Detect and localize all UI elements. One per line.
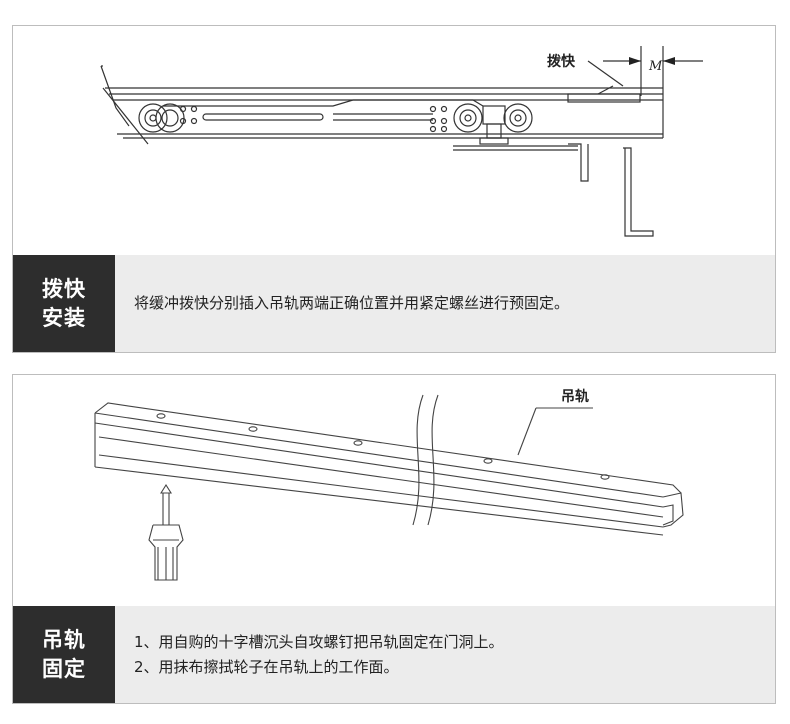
section-description: 将缓冲拨快分别插入吊轨两端正确位置并用紧定螺丝进行预固定。 bbox=[134, 255, 765, 352]
step-1-text: 1、用自购的十字槽沉头自攻螺钉把吊轨固定在门洞上。 bbox=[134, 632, 504, 651]
tag-line-1: 吊轨 bbox=[42, 627, 86, 652]
track-callout: 吊轨 bbox=[561, 388, 589, 405]
buffer-block-diagram: 拨快 M bbox=[100, 46, 703, 237]
install-panel-buffer-block: 拨快 M 拨快 安装 将缓冲拨快分别插入吊轨两端正确位置并用紧定螺丝进行预固定。 bbox=[12, 25, 776, 353]
section-description: 1、用自购的十字槽沉头自攻螺钉把吊轨固定在门洞上。 2、用抹布擦拭轮子在吊轨上的… bbox=[134, 606, 765, 703]
section-tag: 拨快 安装 bbox=[13, 255, 115, 352]
caption-bar: 吊轨 固定 1、用自购的十字槽沉头自攻螺钉把吊轨固定在门洞上。 2、用抹布擦拭轮… bbox=[13, 606, 775, 703]
track-diagram: 吊轨 bbox=[94, 388, 684, 581]
tag-line-2: 安装 bbox=[42, 305, 86, 330]
tag-line-1: 拨快 bbox=[42, 276, 86, 301]
install-panel-track-fix: 吊轨 吊轨 固定 1、用自购的十字槽沉头自攻螺钉把吊轨固定在门洞上。 2、用抹布… bbox=[12, 374, 776, 704]
tag-line-2: 固定 bbox=[42, 656, 86, 681]
description-text: 将缓冲拨快分别插入吊轨两端正确位置并用紧定螺丝进行预固定。 bbox=[134, 294, 570, 312]
dimension-label: M bbox=[648, 59, 663, 74]
caption-bar: 拨快 安装 将缓冲拨快分别插入吊轨两端正确位置并用紧定螺丝进行预固定。 bbox=[13, 255, 775, 352]
section-tag: 吊轨 固定 bbox=[13, 606, 115, 703]
buffer-block-callout: 拨快 bbox=[547, 53, 576, 70]
step-2-text: 2、用抹布擦拭轮子在吊轨上的工作面。 bbox=[134, 657, 399, 676]
